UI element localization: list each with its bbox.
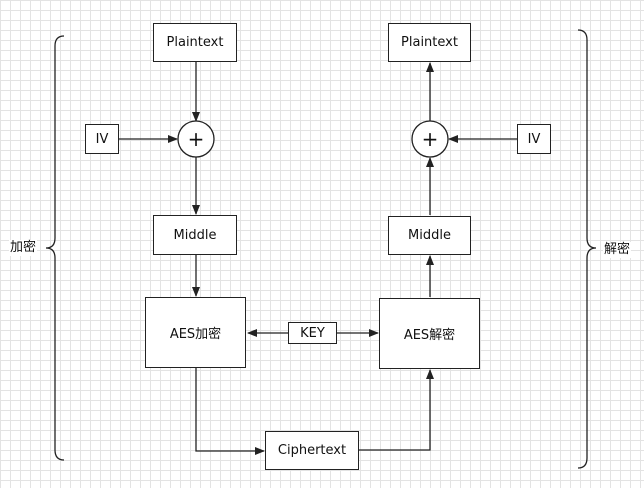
right-brace — [577, 29, 597, 469]
encrypt-group-label: 加密 — [9, 240, 38, 256]
left-brace — [45, 35, 65, 461]
arrow-ciphertext-to-aes-decrypt — [359, 369, 434, 451]
arrow-aes-encrypt-to-ciphertext — [195, 368, 265, 455]
middle-box-decrypt[interactable]: Middle — [388, 216, 471, 255]
decrypt-group-label: 解密 — [603, 242, 632, 258]
iv-box-encrypt[interactable]: IV — [85, 124, 119, 154]
plaintext-box-encrypt[interactable]: Plaintext — [153, 23, 237, 62]
iv-box-decrypt[interactable]: IV — [517, 124, 551, 154]
xor-symbol-decrypt: + — [422, 127, 439, 151]
plaintext-box-decrypt[interactable]: Plaintext — [388, 23, 471, 62]
xor-symbol-encrypt: + — [188, 127, 205, 151]
aes-encrypt-box[interactable]: AES加密 — [145, 297, 246, 368]
ciphertext-box[interactable]: Ciphertext — [265, 431, 359, 470]
aes-decrypt-box[interactable]: AES解密 — [379, 298, 480, 369]
key-box[interactable]: KEY — [288, 322, 337, 344]
xor-circle-decrypt — [411, 120, 449, 158]
xor-circle-encrypt — [177, 120, 215, 158]
middle-box-encrypt[interactable]: Middle — [153, 215, 237, 255]
